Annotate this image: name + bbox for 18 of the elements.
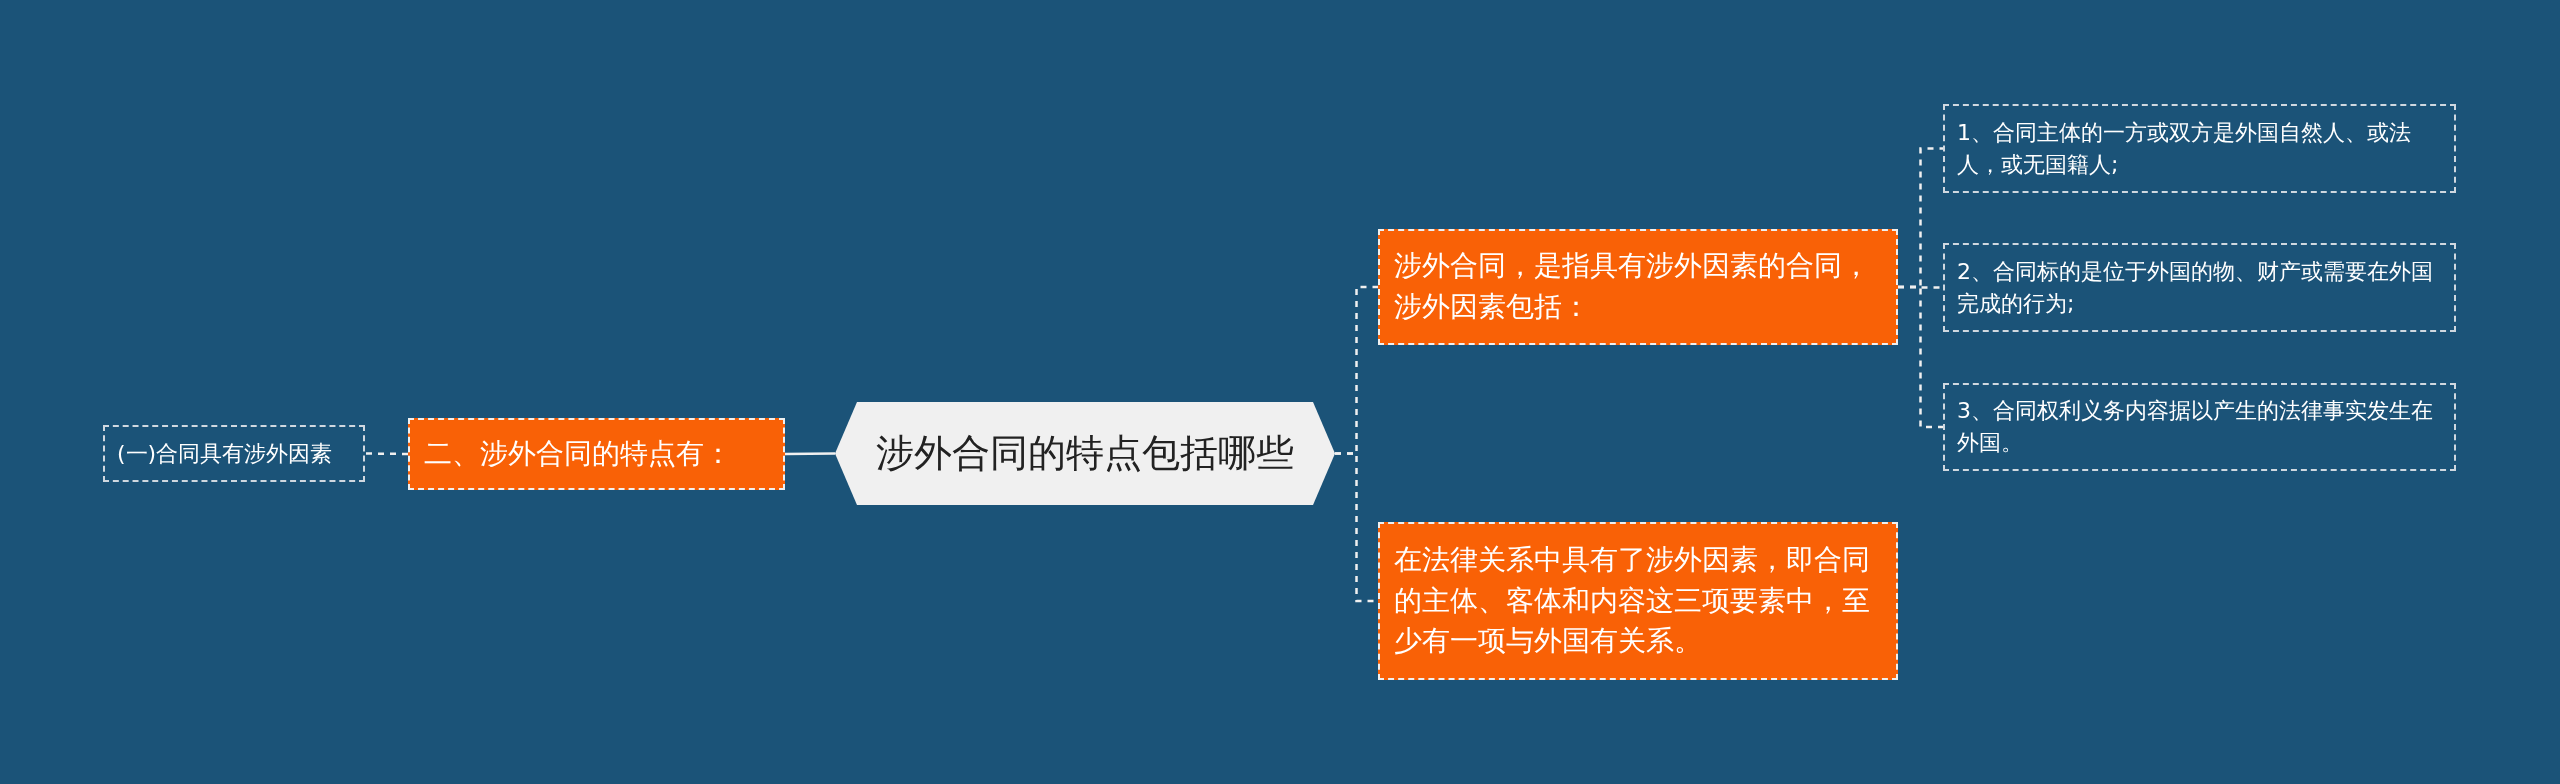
subtopic-box — [103, 425, 365, 482]
node-text: 涉外合同的特点包括哪些 — [876, 430, 1294, 477]
subtopic-box — [1943, 243, 2456, 332]
node-text: (一)合同具有涉外因素 — [117, 439, 333, 468]
topic-box — [1378, 229, 1898, 345]
node-text: 1、合同主体的一方或双方是外国自然人、或法人，或无国籍人; — [1957, 118, 2412, 179]
node-text: 2、合同标的是位于外国的物、财产或需要在外国完成的行为; — [1957, 257, 2434, 318]
topic-box — [1378, 522, 1898, 680]
subtopic-box — [1943, 104, 2456, 193]
node-text: 3、合同权利义务内容据以产生的法律事实发生在外国。 — [1957, 397, 2434, 457]
node-text: 二、涉外合同的特点有： — [424, 435, 732, 472]
connector-line — [1898, 285, 1943, 429]
connector-line — [785, 452, 835, 456]
connector-line — [365, 452, 408, 456]
topic-box — [408, 418, 785, 490]
node-text: 在法律关系中具有了涉外因素，即合同的主体、客体和内容这三项要素中，至少有一项与外国有关系。 — [1394, 542, 1871, 660]
subtopic-box — [1943, 383, 2456, 471]
node-text: 涉外合同，是指具有涉外因素的合同，涉外因素包括： — [1394, 248, 1871, 325]
